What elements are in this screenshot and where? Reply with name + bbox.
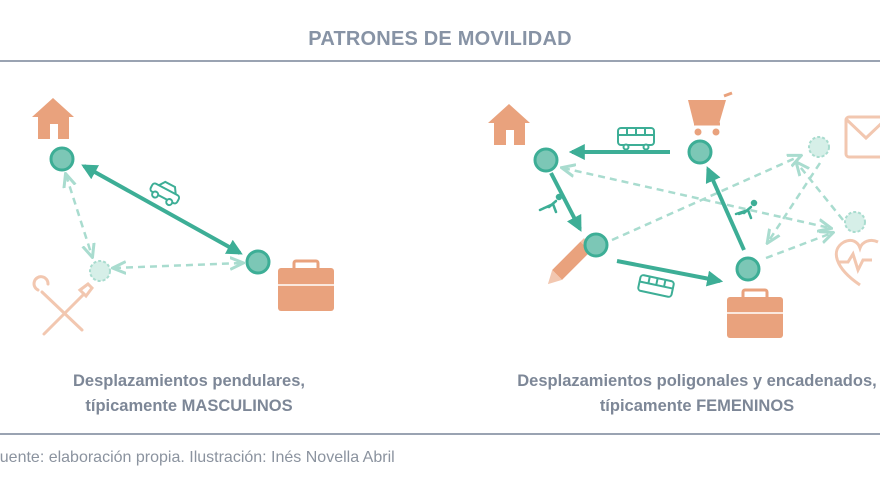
source-credit: Fuente: elaboración propia. Ilustración:… xyxy=(0,449,395,466)
tools-icon xyxy=(32,275,94,336)
shopping-cart-icon xyxy=(688,91,733,136)
left-caption-line2: típicamente MASCULINOS xyxy=(85,397,293,415)
trip-arrow-home-pencil xyxy=(549,172,582,232)
dashed-link-pencil-mail xyxy=(611,156,800,242)
walking-icon xyxy=(538,193,563,214)
trip-arrow-pencil-work xyxy=(616,259,724,287)
left-pattern xyxy=(32,98,334,336)
health-node xyxy=(844,211,866,233)
dashed-link-home-heart xyxy=(563,168,830,228)
errand-node xyxy=(808,136,830,158)
bus-icon xyxy=(637,274,675,298)
bottom-divider xyxy=(0,433,880,435)
commute-arrow xyxy=(81,164,243,255)
dashed-link-mail-work xyxy=(768,162,822,242)
dashed-link-work-heart xyxy=(765,233,832,260)
briefcase-icon xyxy=(727,288,783,338)
top-divider xyxy=(0,60,880,62)
walking-icon xyxy=(734,199,758,220)
left-caption: Desplazamientos pendulares, típicamente … xyxy=(30,369,348,419)
shopping-node xyxy=(687,139,713,165)
left-caption-line1: Desplazamientos pendulares, xyxy=(73,372,305,390)
diagram-title: PATRONES DE MOVILIDAD xyxy=(308,28,572,50)
work-node xyxy=(245,249,271,275)
house-icon xyxy=(488,104,530,145)
dashed-link-heart-mail xyxy=(797,163,844,221)
work-node xyxy=(735,256,761,282)
right-caption: Desplazamientos poligonales y encadenado… xyxy=(487,369,880,419)
home-node xyxy=(49,146,75,172)
house-icon xyxy=(32,98,74,139)
right-caption-line1: Desplazamientos poligonales y encadenado… xyxy=(517,372,877,390)
trip-arrow-work-cart xyxy=(705,166,746,251)
education-node xyxy=(583,232,609,258)
dashed-link-home-tools xyxy=(66,175,92,256)
bus-icon xyxy=(617,127,655,151)
heart-icon xyxy=(834,238,879,287)
envelope-icon xyxy=(844,115,880,159)
car-icon xyxy=(149,180,181,207)
home-node xyxy=(533,147,559,173)
dashed-link-tools-work xyxy=(114,263,242,268)
briefcase-icon xyxy=(278,259,334,311)
care-node xyxy=(89,260,111,282)
right-caption-line2: típicamente FEMENINOS xyxy=(599,397,795,415)
right-pattern xyxy=(488,91,880,338)
